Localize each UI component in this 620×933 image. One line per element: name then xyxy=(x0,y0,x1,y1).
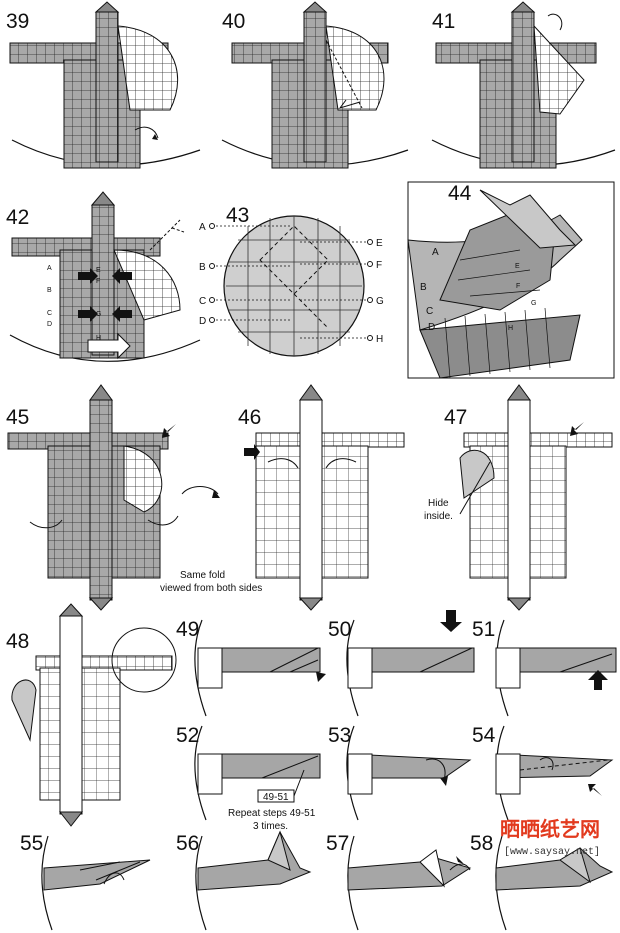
step-number-52: 52 xyxy=(176,724,199,747)
step-number-50: 50 xyxy=(328,618,351,641)
label-f: F xyxy=(96,278,100,285)
step-44-diagram: 44 A B C D E F G H xyxy=(407,181,615,379)
step-40-diagram: 40 xyxy=(221,1,409,169)
step-47-diagram: 47 Hide inside. xyxy=(424,384,613,611)
label-e: E xyxy=(376,238,383,249)
step-58-diagram: 58 xyxy=(470,832,614,931)
step-52-diagram: 52 49-51 Repeat steps 49-51 3 times. xyxy=(176,724,321,832)
step-number-54: 54 xyxy=(472,724,496,747)
step-57-diagram: 57 xyxy=(326,832,472,931)
label-a: A xyxy=(199,222,206,233)
caption-inside: inside. xyxy=(424,511,453,522)
step-45-diagram: 45 Same fold viewed from both sides xyxy=(6,384,262,611)
step-number-49: 49 xyxy=(176,618,199,641)
caption-three-times: 3 times. xyxy=(253,821,288,832)
step-49-diagram: 49 xyxy=(176,618,332,717)
label-c: C xyxy=(426,306,433,317)
step-56-diagram: 56 xyxy=(176,830,312,931)
watermark-logo: 晒晒纸艺网 xyxy=(500,817,600,841)
label-g: G xyxy=(96,311,101,318)
label-g: G xyxy=(376,296,384,307)
step-number-55: 55 xyxy=(20,832,43,855)
step-number-47: 47 xyxy=(444,406,467,429)
step-39-diagram: 39 xyxy=(6,1,201,169)
step-43-diagram: 43 A B C D E F G H xyxy=(199,204,384,357)
step-number-42: 42 xyxy=(6,206,29,229)
step-number-40: 40 xyxy=(222,10,245,33)
label-f: F xyxy=(376,260,382,271)
label-f: F xyxy=(516,283,520,290)
step-50-diagram: 50 xyxy=(328,610,475,717)
step-51-diagram: 51 xyxy=(472,618,617,717)
step-number-43: 43 xyxy=(226,204,249,227)
label-c: C xyxy=(47,310,52,317)
step-number-51: 51 xyxy=(472,618,495,641)
caption-repeat-steps: Repeat steps 49-51 xyxy=(228,808,316,819)
watermark-url: [www.saysay.net] xyxy=(504,846,600,858)
watermark: 晒晒纸艺网 [www.saysay.net] xyxy=(500,817,600,858)
label-a: A xyxy=(47,265,52,272)
step-53-diagram: 53 xyxy=(328,724,472,821)
label-d: D xyxy=(47,321,52,328)
label-h: H xyxy=(508,325,513,332)
step-number-39: 39 xyxy=(6,10,29,33)
step-number-56: 56 xyxy=(176,832,199,855)
step-number-46: 46 xyxy=(238,406,261,429)
step-48-diagram: 48 xyxy=(6,603,177,827)
label-d: D xyxy=(199,316,206,327)
step-41-diagram: 41 xyxy=(431,1,616,169)
step-55-diagram: 55 xyxy=(20,832,151,931)
step-42-diagram: 42 A B C D E F G H xyxy=(6,191,201,362)
label-d: D xyxy=(428,322,435,333)
step-54-diagram: 54 xyxy=(472,724,614,821)
label-c: C xyxy=(199,296,206,307)
step-number-58: 58 xyxy=(470,832,493,855)
step-number-44: 44 xyxy=(448,182,472,205)
repeat-ref-box: 49-51 xyxy=(263,792,289,803)
label-h: H xyxy=(376,334,383,345)
step-number-48: 48 xyxy=(6,630,29,653)
step-number-41: 41 xyxy=(432,10,455,33)
label-b: B xyxy=(47,287,52,294)
step-number-45: 45 xyxy=(6,406,29,429)
step-42-labels: A B C D E F G H xyxy=(47,265,101,342)
label-b: B xyxy=(420,282,427,293)
label-g: G xyxy=(531,300,536,307)
label-h: H xyxy=(96,335,101,342)
step-number-57: 57 xyxy=(326,832,349,855)
caption-viewed-both-sides: viewed from both sides xyxy=(160,583,262,594)
label-e: E xyxy=(96,267,101,274)
label-e: E xyxy=(515,263,520,270)
caption-hide: Hide xyxy=(428,498,449,509)
label-b: B xyxy=(199,262,206,273)
step-46-diagram: 46 xyxy=(238,384,405,611)
label-a: A xyxy=(432,247,439,258)
step-number-53: 53 xyxy=(328,724,351,747)
caption-same-fold: Same fold xyxy=(180,570,225,581)
